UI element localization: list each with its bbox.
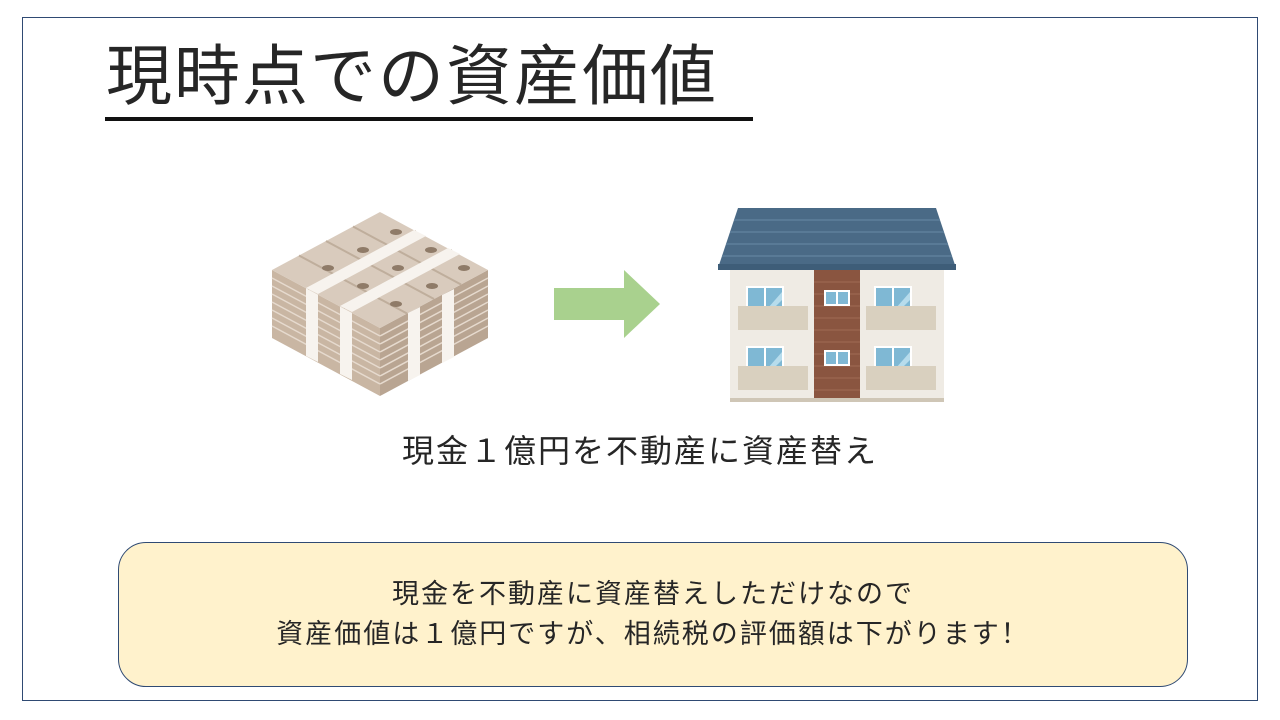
explanation-callout: 現金を不動産に資産替えしただけなので 資産価値は１億円ですが、相続税の評価額は下… xyxy=(118,542,1188,687)
right-arrow-icon xyxy=(552,268,662,340)
banknote-stack-icon xyxy=(268,210,492,400)
conversion-caption: 現金１億円を不動産に資産替え xyxy=(401,432,878,470)
apartment-building-icon xyxy=(716,206,958,402)
callout-line-2: 資産価値は１億円ですが、相続税の評価額は下がります！ xyxy=(276,618,1030,650)
callout-line-1: 現金を不動産に資産替えしただけなので xyxy=(392,578,914,610)
slide-title: 現時点での資産価値 xyxy=(106,38,718,115)
title-underline xyxy=(105,117,753,121)
